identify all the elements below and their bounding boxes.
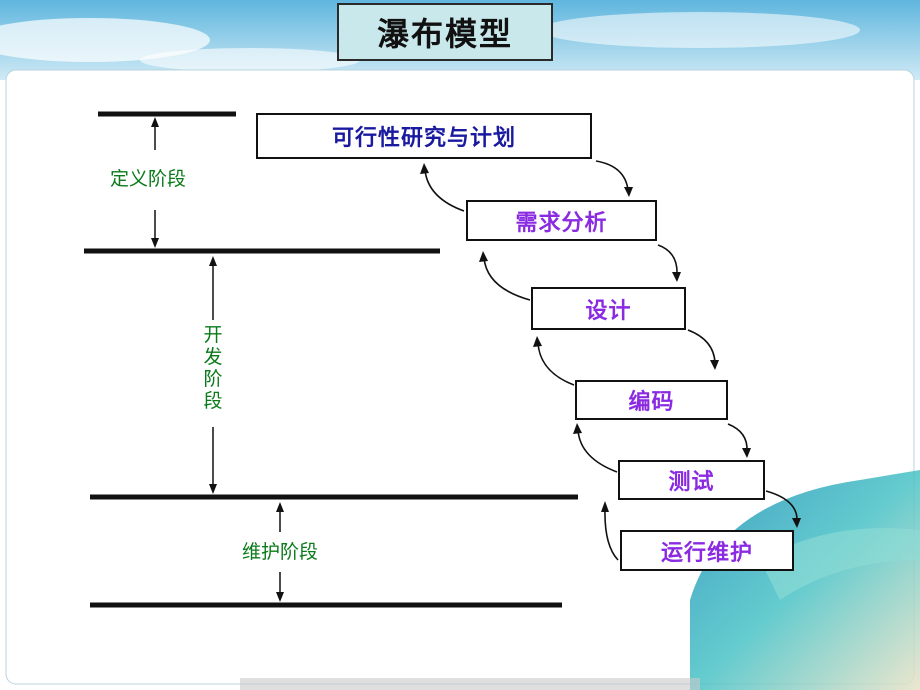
page-title: 瀑布模型 — [337, 3, 553, 61]
stage-coding: 编码 — [575, 380, 728, 420]
stage-operation-maintenance: 运行维护 — [620, 530, 794, 571]
arrowhead — [151, 238, 159, 248]
phase-label-char: 段 — [203, 390, 223, 412]
sea-highlight — [760, 528, 920, 600]
arrowhead — [573, 423, 582, 434]
stage-label: 测试 — [668, 470, 715, 495]
cloud — [0, 18, 210, 62]
flow-arrow-feedback — [577, 429, 618, 473]
arrowhead — [672, 272, 681, 282]
waterfall-diagram — [84, 111, 801, 608]
cloud — [540, 12, 860, 48]
arrowhead — [479, 251, 488, 262]
stage-label: 可行性研究与计划 — [331, 126, 516, 151]
flow-arrow-feedback — [483, 257, 531, 301]
bottom-strip — [240, 678, 700, 690]
arrowhead — [742, 448, 751, 458]
flow-arrow-forward — [727, 423, 748, 452]
flow-arrow-forward — [765, 490, 798, 522]
flow-arrow-feedback — [537, 342, 575, 386]
phase-label-maintenance: 维护阶段 — [231, 541, 329, 563]
flow-arrow-forward — [657, 244, 678, 276]
stage-label: 需求分析 — [515, 210, 608, 236]
arrowhead — [792, 518, 801, 528]
flow-arrow-forward — [595, 160, 629, 191]
arrowhead — [276, 502, 284, 512]
stage-label: 运行维护 — [660, 540, 753, 566]
arrowhead — [420, 163, 429, 174]
flow-arrow-forward — [687, 329, 716, 364]
stage-label: 设计 — [585, 298, 632, 324]
phase-label-definition: 定义阶段 — [100, 168, 196, 190]
arrowhead — [624, 187, 633, 197]
stage-feasibility-planning: 可行性研究与计划 — [256, 113, 592, 159]
stage-design: 设计 — [531, 287, 686, 330]
arrowhead — [209, 484, 217, 494]
arrowhead — [710, 360, 719, 370]
stage-label: 编码 — [628, 390, 675, 415]
stage-testing: 测试 — [618, 460, 765, 500]
arrowhead — [276, 592, 284, 602]
cloud — [140, 48, 360, 72]
arrowhead — [533, 336, 542, 347]
arrowhead — [151, 117, 159, 127]
phase-label-char: 发 — [203, 346, 223, 368]
phase-label-char: 阶 — [203, 368, 223, 390]
phase-label-char: 开 — [203, 324, 223, 346]
flow-arrow-feedback — [424, 169, 465, 212]
phase-label-development: 开 发 阶 段 — [201, 324, 225, 412]
flow-arrow-feedback — [604, 507, 619, 561]
stage-requirements-analysis: 需求分析 — [466, 200, 657, 241]
arrowhead — [601, 501, 609, 512]
arrowhead — [209, 256, 217, 266]
